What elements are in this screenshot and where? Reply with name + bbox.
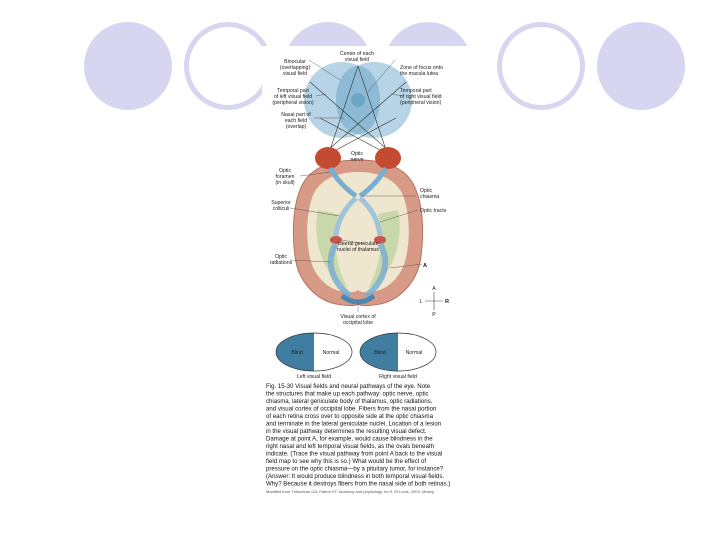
label-optic-chiasma-2: chiasma (420, 194, 439, 200)
right-field-normal: Normal (406, 350, 423, 356)
label-zone-focus-2: the macula lutea (400, 71, 438, 77)
visual-field-diagram (304, 62, 412, 138)
compass-p: P (432, 312, 436, 318)
left-eye (315, 147, 341, 169)
figure-caption: Fig. 15-30 Visual fields and neural path… (266, 383, 450, 494)
label-optic-radiations-2: radiations (270, 260, 293, 266)
left-field-blind: Blind (291, 350, 303, 356)
caption-credit: Modified from Thibodeau GA, Patton KT: A… (266, 489, 435, 494)
label-point-a: A (423, 263, 427, 269)
label-binocular-3: visual field (283, 71, 307, 77)
left-field-normal: Normal (323, 350, 340, 356)
field-center-zone (351, 93, 365, 107)
compass-r: R (445, 299, 449, 305)
label-visual-cortex-2: occipital lobe (343, 320, 373, 326)
label-optic-nerve-2: nerve (351, 157, 364, 163)
label-temporal-right-3: (peripheral vision) (400, 100, 442, 106)
compass-l: L (420, 299, 423, 305)
compass-a: A (432, 286, 436, 292)
caption-line-4: and visual cortex of occipital lobe. Fib… (266, 406, 436, 413)
label-optic-tracts: Optic tracts (420, 208, 447, 214)
label-optic-foramen-3: (in skull) (275, 180, 295, 186)
caption-line-8: Damage at point A, for example, would ca… (266, 436, 433, 443)
caption-line-1: Fig. 15-30 Visual fields and neural path… (266, 383, 431, 390)
caption-line-6: and terminate in the lateral geniculate … (266, 421, 441, 428)
caption-line-10: indicate. (Trace the visual pathway from… (266, 451, 442, 458)
right-field-caption: Right visual field (379, 374, 417, 380)
right-field-blind: Blind (374, 350, 386, 356)
caption-line-11: field map to see why this is so.) What w… (266, 458, 426, 465)
left-field-caption: Left visual field (297, 374, 331, 380)
label-center-field-2: visual field (345, 57, 369, 63)
caption-line-9: right nasal and left temporal visual fie… (266, 443, 434, 450)
caption-line-3: chiasma, lateral geniculate body of thal… (266, 398, 433, 405)
label-superior-colliculi-2: colliculi (273, 206, 290, 212)
right-eye (375, 147, 401, 169)
caption-line-14: Why? Because it destroys fibers from the… (266, 481, 450, 488)
caption-line-2: the structures that make up each pathway… (266, 391, 429, 398)
caption-line-7: in the visual pathway determines the res… (266, 428, 427, 435)
caption-line-13: (Answer: It would produce blindness in b… (266, 473, 444, 480)
label-lateral-geniculate-2: nuclei of thalamus (337, 247, 379, 253)
label-temporal-left-3: (peripheral vision) (272, 100, 314, 106)
caption-line-5: of each retina cross over to opposite si… (266, 413, 434, 420)
caption-line-12: pressure on the optic chiasma—by a pitui… (266, 466, 444, 473)
label-nasal-3: (overlap) (286, 124, 307, 130)
